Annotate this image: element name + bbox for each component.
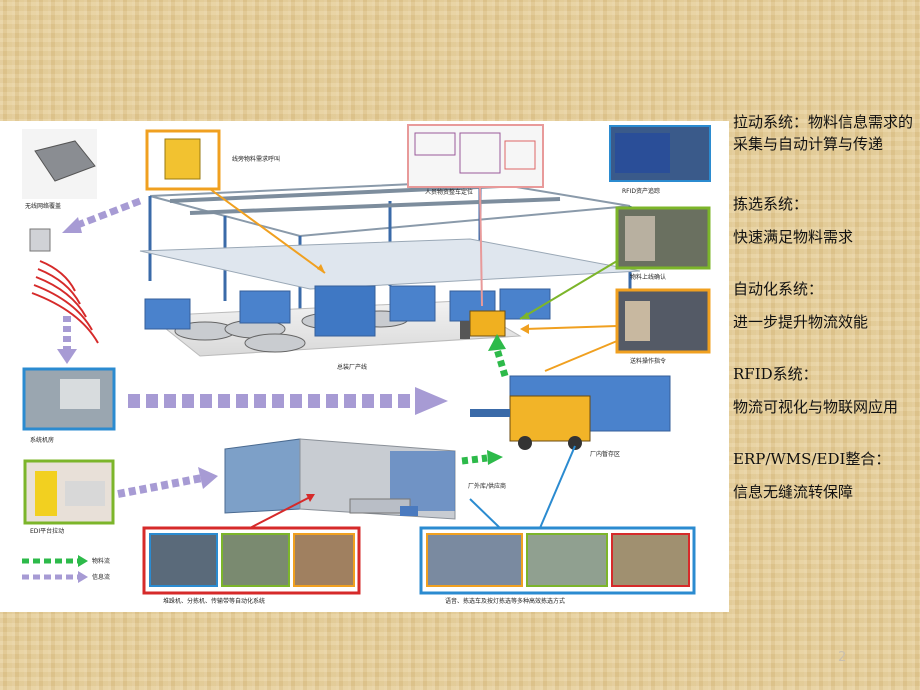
label-material-confirm: 物料上线确认 bbox=[630, 273, 666, 281]
label-factory-buffer: 厂内暂存区 bbox=[590, 450, 620, 458]
forklift-large bbox=[470, 395, 591, 450]
photo-delivery-cmd bbox=[615, 288, 711, 354]
picking-photos bbox=[419, 526, 696, 595]
warehouse-building bbox=[224, 438, 456, 520]
legend-info-flow: 信息流 bbox=[92, 573, 110, 581]
label-assembly-line: 总装厂产线 bbox=[337, 363, 367, 371]
legend-material-flow: 物料流 bbox=[92, 557, 110, 565]
info-flow-arrows bbox=[57, 197, 448, 498]
panel-heading: 拉动系统：物料信息需求的采集与自动计算与传递 bbox=[733, 113, 914, 153]
panel-item-automation-system: 自动化系统： 进一步提升物流效能 bbox=[733, 278, 918, 333]
label-personnel: 人员物资整车定位 bbox=[425, 188, 473, 196]
photo-call-box bbox=[145, 129, 221, 191]
photo-edi bbox=[23, 459, 115, 525]
label-rfid-tracking: RFID资产追踪 bbox=[622, 187, 660, 195]
photo-wireless-device bbox=[22, 129, 97, 199]
description-panel: 拉动系统：物料信息需求的采集与自动计算与传递 拣选系统： 快速满足物料需求 自动… bbox=[733, 111, 918, 503]
panel-heading: 自动化系统： bbox=[733, 280, 824, 298]
label-supplier-warehouse: 厂外库/供应商 bbox=[468, 482, 506, 490]
panel-item-rfid-system: RFID系统： 物流可视化与物联网应用 bbox=[733, 363, 918, 418]
figure-svg: 无线网络覆盖 线旁物料需求呼叫 人员物资整车定位 RFID资产追踪 物料上线确认… bbox=[22, 124, 711, 605]
panel-item-picking-system: 拣选系统： 快速满足物料需求 bbox=[733, 193, 918, 248]
label-call: 线旁物料需求呼叫 bbox=[232, 155, 280, 163]
panel-item-integration: ERP/WMS/EDI整合： 信息无缝流转保障 bbox=[733, 448, 918, 503]
forklift-small bbox=[460, 310, 506, 339]
photo-rfid bbox=[609, 125, 711, 182]
legend bbox=[22, 555, 88, 583]
photo-floorplan bbox=[407, 124, 544, 188]
panel-desc: 快速满足物料需求 bbox=[733, 228, 854, 246]
panel-desc: 进一步提升物流效能 bbox=[733, 313, 869, 331]
wireless-antenna bbox=[29, 228, 99, 344]
panel-desc: 信息无缝流转保障 bbox=[733, 483, 854, 501]
label-picking-methods: 语音、拣选车及按灯拣选等多种高效拣选方式 bbox=[445, 597, 565, 605]
label-wireless: 无线网络覆盖 bbox=[25, 202, 61, 210]
logistics-system-figure: 无线网络覆盖 线旁物料需求呼叫 人员物资整车定位 RFID资产追踪 物料上线确认… bbox=[0, 121, 729, 612]
label-delivery-cmd: 送料操作指令 bbox=[630, 357, 666, 365]
panel-heading: ERP/WMS/EDI整合： bbox=[733, 450, 891, 468]
panel-desc: 物流可视化与物联网应用 bbox=[733, 398, 899, 416]
panel-heading: 拣选系统： bbox=[733, 195, 809, 213]
overhead-conveyor bbox=[139, 179, 641, 321]
panel-item-pull-system: 拉动系统：物料信息需求的采集与自动计算与传递 bbox=[733, 111, 918, 155]
label-automation-systems: 堆跺机、分拣机、传输带等自动化系统 bbox=[163, 597, 265, 605]
photo-system-room bbox=[22, 367, 116, 431]
photo-material-confirm bbox=[615, 206, 711, 270]
page-number: 2 bbox=[838, 650, 847, 665]
material-flow-arrows bbox=[461, 334, 509, 465]
label-edi: EDI平台拉动 bbox=[30, 527, 64, 535]
panel-heading: RFID系统： bbox=[733, 365, 818, 383]
material-racks bbox=[144, 285, 671, 432]
pointer-lines bbox=[209, 186, 618, 529]
label-system-room: 系统机房 bbox=[30, 436, 54, 444]
automation-photos bbox=[142, 526, 361, 595]
